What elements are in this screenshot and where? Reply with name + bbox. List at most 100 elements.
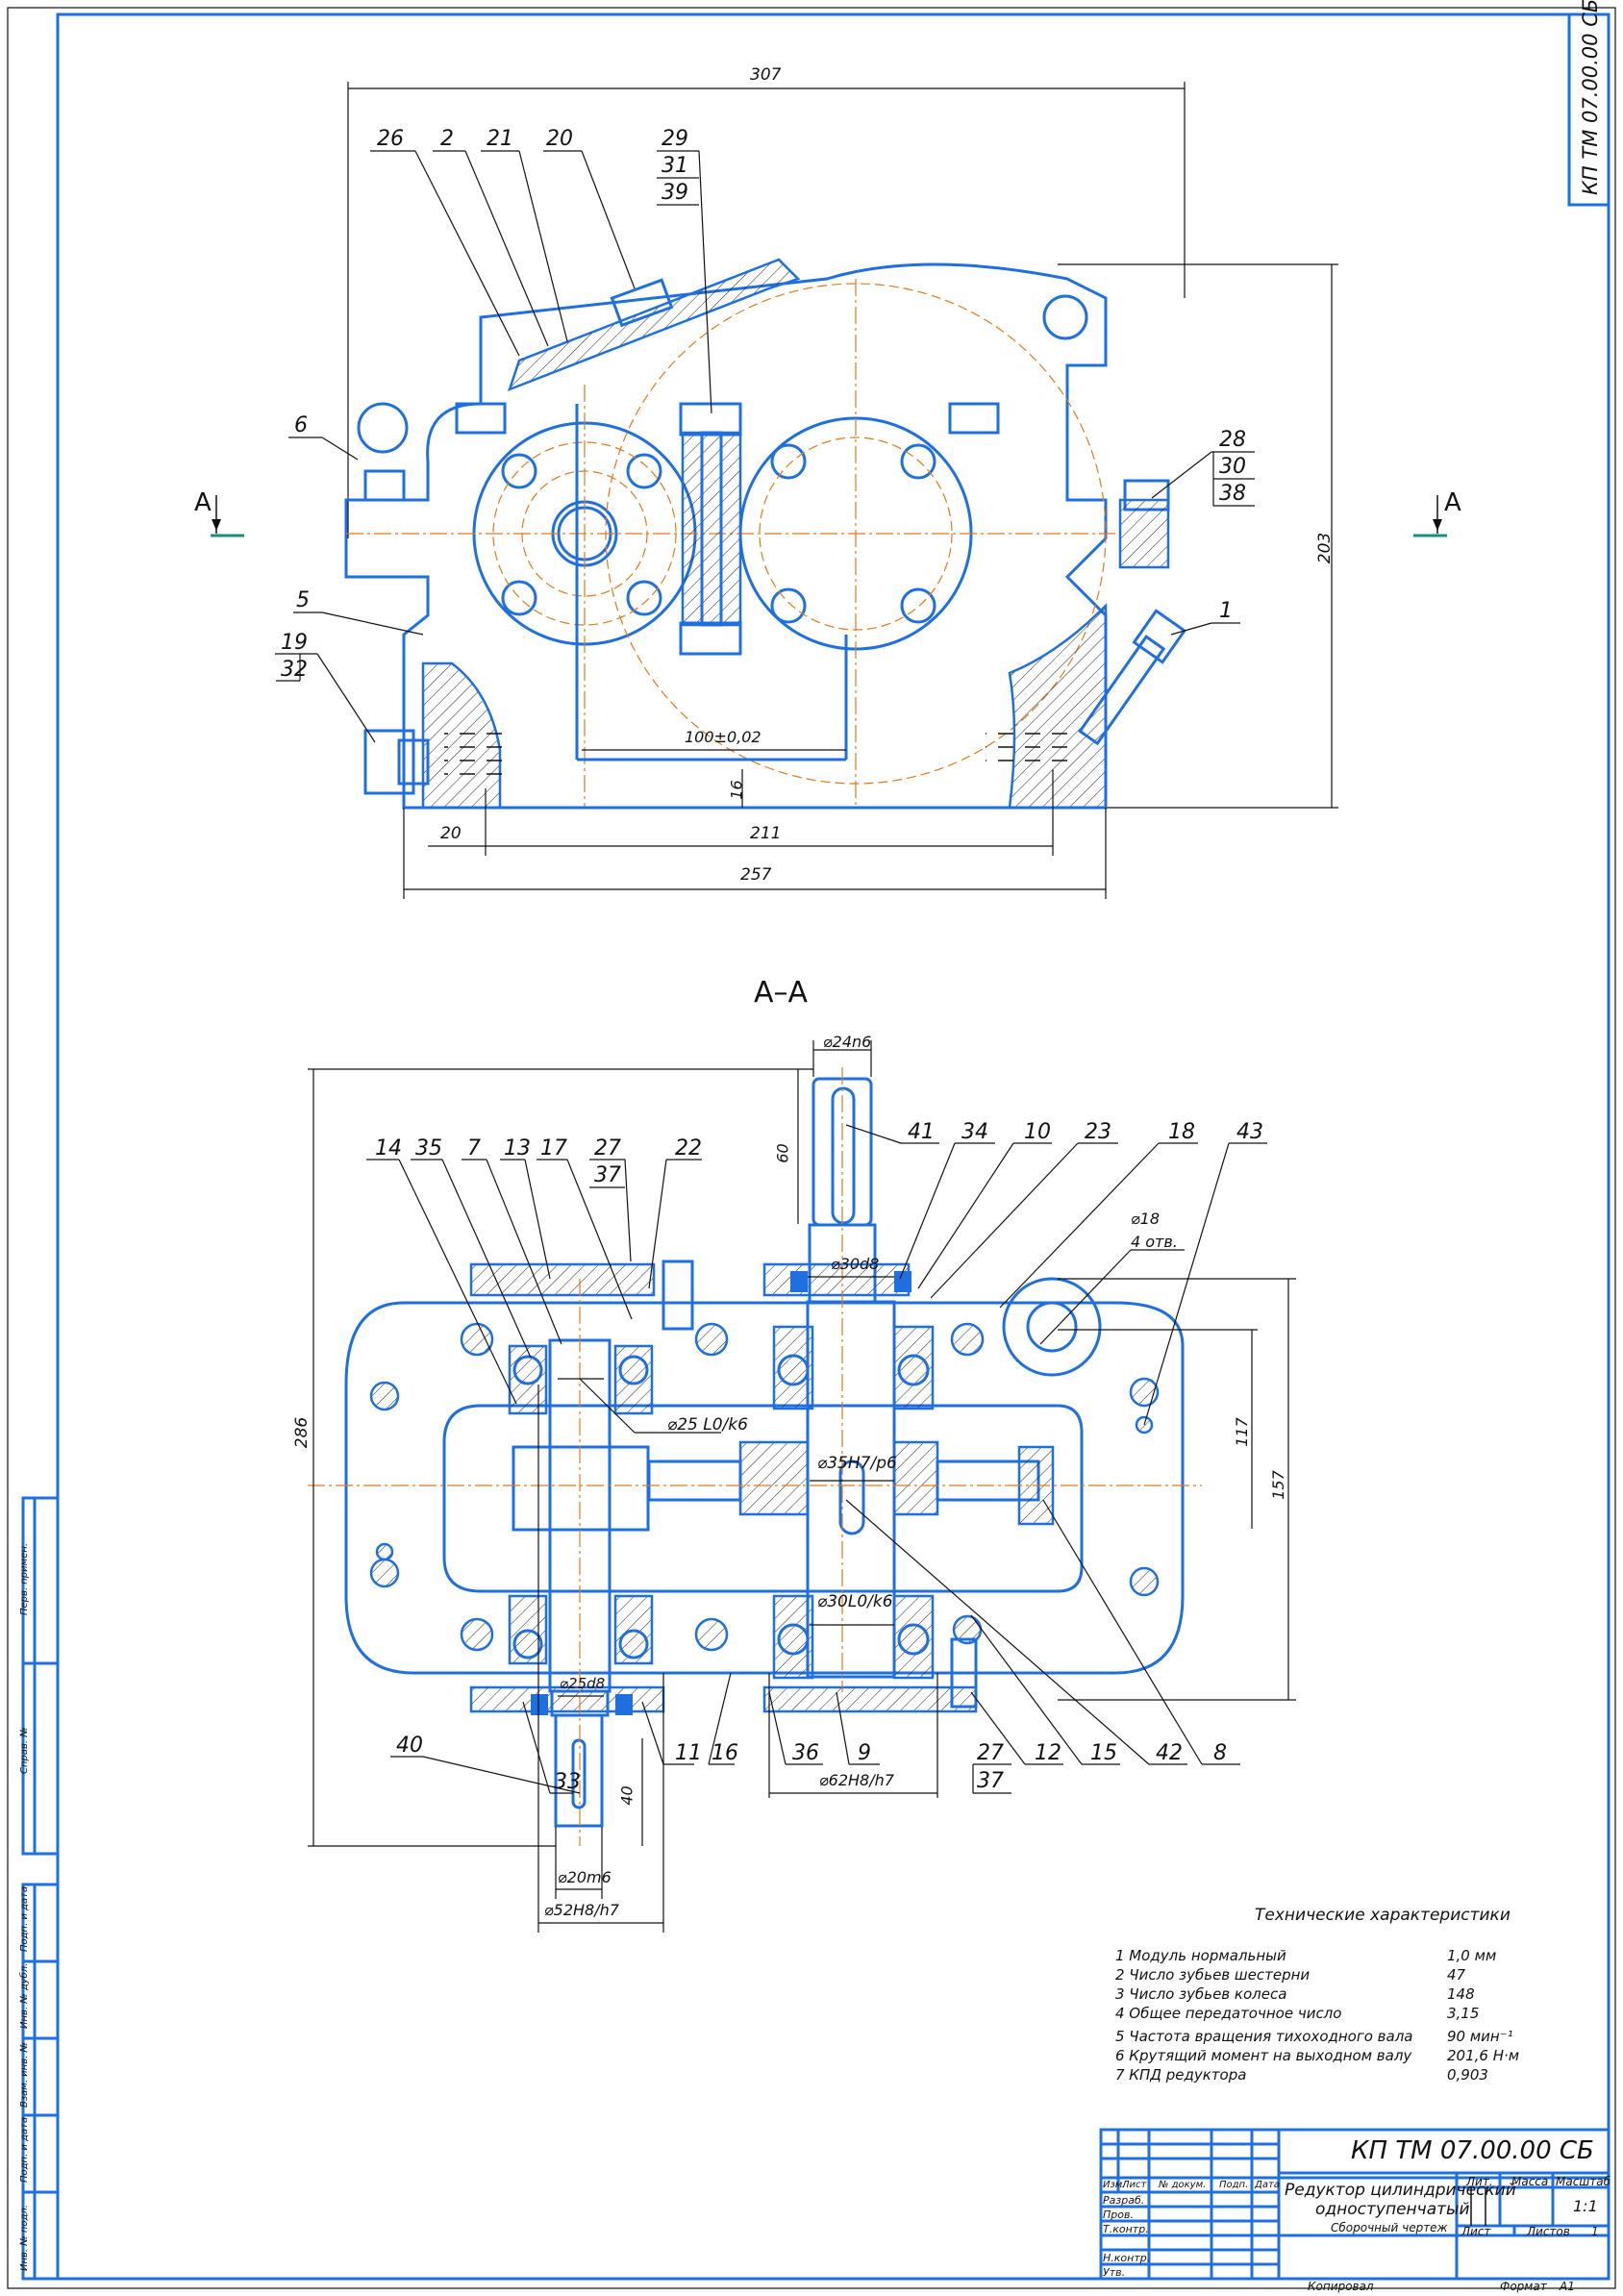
callout-34: 34	[961, 1120, 988, 1144]
stamp-dup-inv: Инв. № дубл.	[19, 1962, 30, 2029]
callout-8: 8	[1213, 1741, 1227, 1765]
spec-value: 148	[1447, 1985, 1475, 2003]
callout-11: 11	[675, 1741, 702, 1765]
stamp-sign-date-1: Подп. и дата	[19, 1885, 30, 1952]
side-stamp	[21, 1496, 60, 2281]
hdr-list: Лист	[1122, 2180, 1147, 2190]
hdr-doc-no: № докум.	[1159, 2180, 1207, 2190]
dim-257: 257	[740, 865, 772, 885]
role-norm-control: Н.контр.	[1103, 2252, 1151, 2264]
spec-value: 0,903	[1447, 2066, 1488, 2084]
wheel-hub-left	[738, 1440, 810, 1516]
callout-23: 23	[1085, 1120, 1111, 1144]
callout-39: 39	[662, 181, 688, 205]
section-mark-right	[1413, 495, 1447, 537]
callout-32: 32	[281, 658, 308, 682]
dim-60: 60	[773, 1143, 792, 1163]
title-block-name-2: одноступенчатый	[1315, 2200, 1470, 2219]
spec-value: 3,15	[1447, 2005, 1480, 2022]
dim-25l0k6: ⌀25 L0/k6	[667, 1415, 748, 1435]
callout-16: 16	[712, 1741, 738, 1765]
stamp-ref-no: Справ. №	[19, 1727, 30, 1774]
spec-label: 4 Общее передаточное число	[1115, 2005, 1342, 2022]
right-wall-section	[1008, 602, 1108, 810]
screw-bottom	[950, 1637, 978, 1709]
hdr-izm: Изм.	[1103, 2180, 1126, 2190]
callout-41: 41	[908, 1120, 935, 1144]
callout-43: 43	[1236, 1120, 1263, 1144]
role-developer: Разраб.	[1103, 2194, 1145, 2207]
dim-16: 16	[727, 780, 746, 800]
section-view	[308, 1040, 1296, 1933]
rotated-drawing-code: КП ТМ 07.00.00 СБ	[1573, 0, 1606, 197]
stamp-sign-date-2: Подп. и дата	[19, 2116, 30, 2183]
section-mark-right-label: А	[1444, 488, 1461, 517]
callout-19: 19	[281, 631, 308, 655]
spec-row: 3 Число зубьев колеса 148	[1115, 1985, 1529, 2005]
callout-38: 38	[1219, 482, 1246, 506]
rotated-code-text: КП ТМ 07.00.00 СБ	[1579, 0, 1602, 195]
drain-plug	[363, 729, 415, 795]
callout-14: 14	[375, 1136, 402, 1160]
callout-9: 9	[858, 1741, 871, 1765]
spec-label: 2 Число зубьев шестерни	[1115, 1966, 1311, 1984]
dim-52h8h7: ⌀52H8/h7	[544, 1901, 619, 1919]
spec-label: 1 Модуль нормальный	[1115, 1947, 1286, 1964]
hdr-sign: Подп.	[1219, 2180, 1249, 2190]
role-checker: Пров.	[1103, 2209, 1134, 2221]
dim-30d8: ⌀30d8	[831, 1255, 880, 1273]
spec-label: 5 Частота вращения тихоходного вала	[1115, 2028, 1413, 2045]
callout-37-top: 37	[594, 1163, 621, 1187]
hdr-date: Дата	[1255, 2180, 1280, 2190]
dim-20: 20	[440, 824, 462, 843]
dim-4-holes: 4 отв.	[1131, 1233, 1178, 1251]
oil-dipstick	[1078, 609, 1187, 746]
dim-157: 157	[1268, 1470, 1287, 1500]
callout-29: 29	[662, 127, 688, 151]
callout-33: 33	[554, 1770, 581, 1794]
dim-24n6: ⌀24n6	[823, 1033, 872, 1051]
callout-27-bottom: 27	[977, 1741, 1004, 1765]
oil-left	[444, 733, 512, 781]
label-sheet: Лист	[1461, 2225, 1491, 2238]
dim-117: 117	[1232, 1417, 1251, 1447]
dim-30l0k6: ⌀30L0/k6	[817, 1592, 893, 1611]
callout-13: 13	[504, 1136, 531, 1160]
dim-25d8: ⌀25d8	[560, 1675, 606, 1692]
callout-27-top: 27	[594, 1136, 621, 1160]
lifting-eye-left	[357, 402, 409, 454]
stamp-replace-inv: Взам. инв. №	[19, 2042, 30, 2108]
callout-10: 10	[1024, 1120, 1051, 1144]
scale-value: 1:1	[1573, 2197, 1598, 2215]
role-approved: Утв.	[1103, 2266, 1126, 2279]
callout-28: 28	[1219, 428, 1246, 452]
callout-20: 20	[546, 127, 573, 151]
callout-35: 35	[415, 1136, 442, 1160]
spec-label: 3 Число зубьев колеса	[1115, 1985, 1287, 2003]
callout-5: 5	[296, 588, 310, 612]
title-block-name-1: Редуктор цилиндрический	[1285, 2181, 1516, 2200]
title-block	[1099, 2128, 1611, 2281]
title-block-code: КП ТМ 07.00.00 СБ	[1351, 2136, 1594, 2165]
callout-22: 22	[675, 1136, 702, 1160]
inspection-cover	[507, 258, 801, 392]
input-shaft-end	[554, 1713, 604, 1828]
spec-label: 6 Крутящий момент на выходном валу	[1115, 2047, 1412, 2064]
dim-211: 211	[750, 824, 782, 843]
lifting-eye	[1002, 1277, 1102, 1377]
callout-18: 18	[1168, 1120, 1195, 1144]
label-sheets: Листов	[1527, 2225, 1570, 2238]
callout-26: 26	[377, 127, 404, 151]
dim-203: 203	[1315, 532, 1336, 564]
callout-6: 6	[294, 413, 308, 437]
seal-top-left	[790, 1271, 808, 1292]
dim-40: 40	[617, 1785, 637, 1806]
callout-12: 12	[1035, 1741, 1061, 1765]
label-scale: Масштаб	[1556, 2175, 1611, 2188]
callout-42: 42	[1156, 1741, 1183, 1765]
label-copied: Копировал	[1308, 2280, 1374, 2293]
